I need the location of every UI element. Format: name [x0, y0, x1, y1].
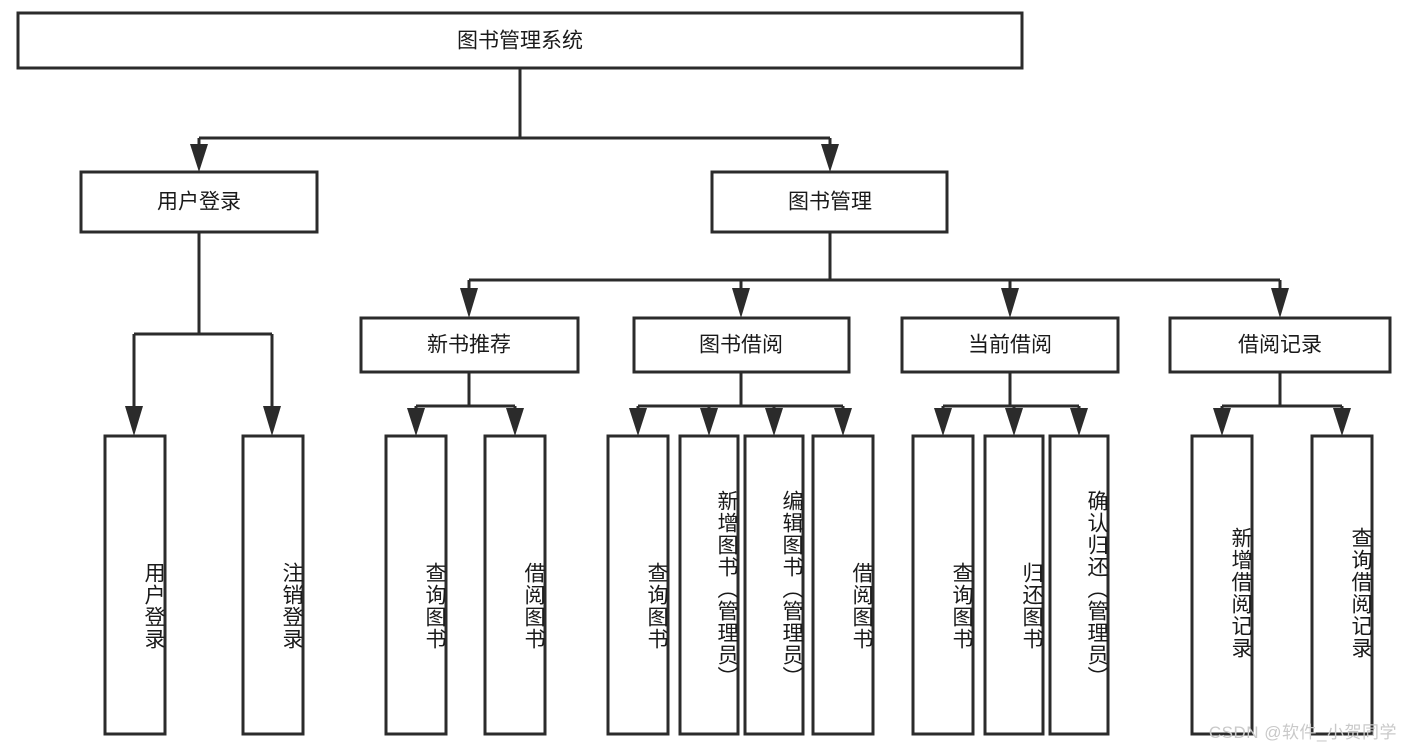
arrow-cb-leaf-2-icon [1005, 408, 1023, 436]
leaf-borrow-book-1-box[interactable] [483, 434, 547, 736]
connector-group-borrow-record [1213, 372, 1351, 436]
node-new-book-recommend[interactable]: 新书推荐 [359, 316, 580, 374]
node-root-label: 图书管理系统 [457, 30, 583, 53]
node-book-borrow[interactable]: 图书借阅 [632, 316, 851, 374]
leaf-box-group [103, 434, 1374, 736]
arrow-user-login-leaf-1-icon [125, 406, 143, 436]
leaf-borrow-book-2-box[interactable] [811, 434, 875, 736]
node-book-management-box[interactable] [710, 170, 949, 234]
leaf-user-login-box[interactable] [103, 434, 167, 736]
node-user-login-label: 用户登录 [157, 191, 241, 214]
arrow-cb-leaf-1-icon [934, 408, 952, 436]
node-new-book-recommend-label: 新书推荐 [427, 334, 511, 357]
node-borrow-record-label: 借阅记录 [1238, 334, 1322, 357]
leaf-query-book-3-box[interactable] [911, 434, 975, 736]
leaf-edit-book-admin-box[interactable] [743, 434, 805, 736]
arrow-bm-to-current-borrow-icon [1001, 288, 1019, 318]
leaf-return-book-box[interactable] [983, 434, 1045, 736]
arrow-nbr-leaf-1-icon [407, 408, 425, 436]
connector-group-user-login [125, 232, 281, 436]
arrow-cb-leaf-3-icon [1070, 408, 1088, 436]
node-borrow-record-box[interactable] [1168, 316, 1392, 374]
node-current-borrow-label: 当前借阅 [968, 334, 1052, 357]
arrow-bb-leaf-2-icon [700, 408, 718, 436]
leaf-add-borrow-record-box[interactable] [1190, 434, 1254, 736]
connector-group-current-borrow [934, 372, 1088, 436]
node-current-borrow[interactable]: 当前借阅 [900, 316, 1120, 374]
node-book-management-label: 图书管理 [788, 191, 872, 214]
connector-group-new-book-recommend [407, 372, 524, 436]
node-root-box[interactable] [16, 11, 1024, 70]
node-book-management[interactable]: 图书管理 [710, 170, 949, 234]
arrow-br-leaf-2-icon [1333, 408, 1351, 436]
connector-group-book-management [460, 232, 1289, 318]
arrow-bm-to-book-borrow-icon [732, 288, 750, 318]
arrow-root-to-book-management-icon [821, 144, 839, 172]
connector-group-root [190, 68, 839, 172]
node-book-borrow-label: 图书借阅 [699, 334, 783, 357]
leaf-query-book-1-box[interactable] [384, 434, 448, 736]
arrow-bm-to-new-book-recommend-icon [460, 288, 478, 318]
leaf-add-book-admin-box[interactable] [678, 434, 740, 736]
arrow-bb-leaf-4-icon [834, 408, 852, 436]
arrow-br-leaf-1-icon [1213, 408, 1231, 436]
node-user-login-box[interactable] [79, 170, 319, 234]
arrow-bm-to-borrow-record-icon [1271, 288, 1289, 318]
leaf-query-book-2-box[interactable] [606, 434, 670, 736]
csdn-watermark: CSDN @软件_小贺同学 [1208, 723, 1397, 742]
leaf-confirm-return-admin-box[interactable] [1048, 434, 1110, 736]
node-current-borrow-box[interactable] [900, 316, 1120, 374]
leaf-query-borrow-record-box[interactable] [1310, 434, 1374, 736]
arrow-bb-leaf-1-icon [629, 408, 647, 436]
arrow-bb-leaf-3-icon [765, 408, 783, 436]
arrow-nbr-leaf-2-icon [506, 408, 524, 436]
arrow-user-login-leaf-2-icon [263, 406, 281, 436]
arrow-root-to-user-login-icon [190, 144, 208, 172]
connector-group-book-borrow [629, 372, 852, 436]
node-new-book-recommend-box[interactable] [359, 316, 580, 374]
node-book-borrow-box[interactable] [632, 316, 851, 374]
node-user-login[interactable]: 用户登录 [79, 170, 319, 234]
node-borrow-record[interactable]: 借阅记录 [1168, 316, 1392, 374]
node-root[interactable]: 图书管理系统 [16, 11, 1024, 70]
leaf-logout-login-box[interactable] [241, 434, 305, 736]
